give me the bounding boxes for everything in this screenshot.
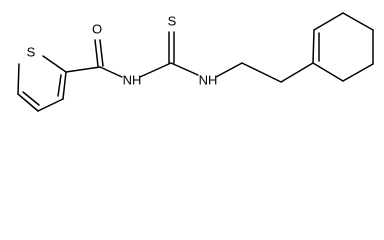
bond-r6-r1 [312, 62, 344, 82]
bond-nh-thiocarbonyl [139, 62, 172, 78]
bond-co-2 [99, 39, 104, 67]
bond-c3-c4 [37, 98, 64, 112]
bond-r3-r4 [342, 12, 374, 31]
bond-c4-c5-double [57, 74, 62, 97]
bond-c5-carbonyl [65, 66, 101, 73]
bond-r1-r2 [312, 29, 315, 64]
bond-c4-c5 [62, 71, 67, 100]
bond-thiocarbonyl-nh [170, 62, 199, 76]
bond-co-1 [94, 39, 99, 67]
bond-s1-c2 [17, 63, 20, 95]
atom-amine-nitrogen: NH [199, 73, 218, 88]
atom-carbonyl-oxygen: O [92, 22, 102, 37]
atom-thiocarbonyl-sulfur: S [168, 14, 177, 29]
bond-carbonyl-nh [99, 66, 123, 78]
bond-r5-r6 [342, 63, 374, 82]
bond-nh-ch2 [215, 62, 243, 78]
bond-c2-c3-double [22, 91, 40, 106]
chemical-structure: S O NH S NH [17, 12, 374, 112]
atom-labels: S O NH S NH [27, 14, 218, 88]
bond-ch2-ch2 [241, 62, 282, 83]
bond-ch2-ring [280, 62, 314, 83]
atom-amide-nitrogen: NH [123, 73, 142, 88]
bond-c5-s1 [42, 55, 67, 73]
bonds [17, 12, 374, 112]
bond-c2-c3 [17, 93, 39, 112]
bond-r2-r3 [313, 12, 344, 31]
atom-thiophene-sulfur: S [27, 45, 36, 60]
